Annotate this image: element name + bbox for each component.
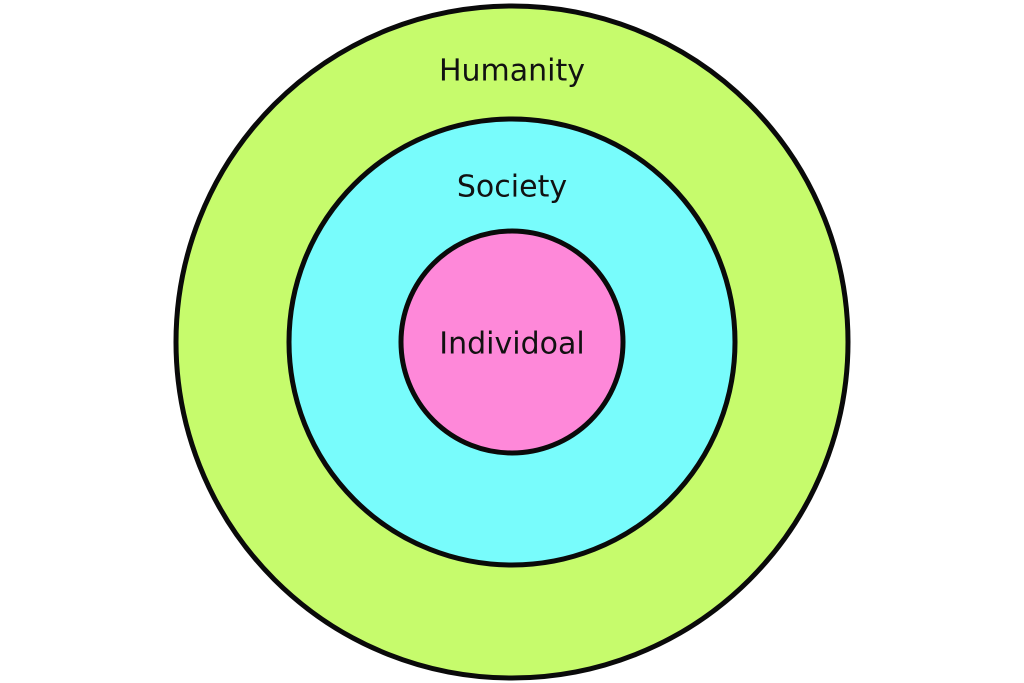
society-label: Society [457,170,567,205]
inner-circle-individual [398,228,626,456]
individual-label: Individoal [439,327,584,362]
humanity-label: Humanity [439,54,585,89]
